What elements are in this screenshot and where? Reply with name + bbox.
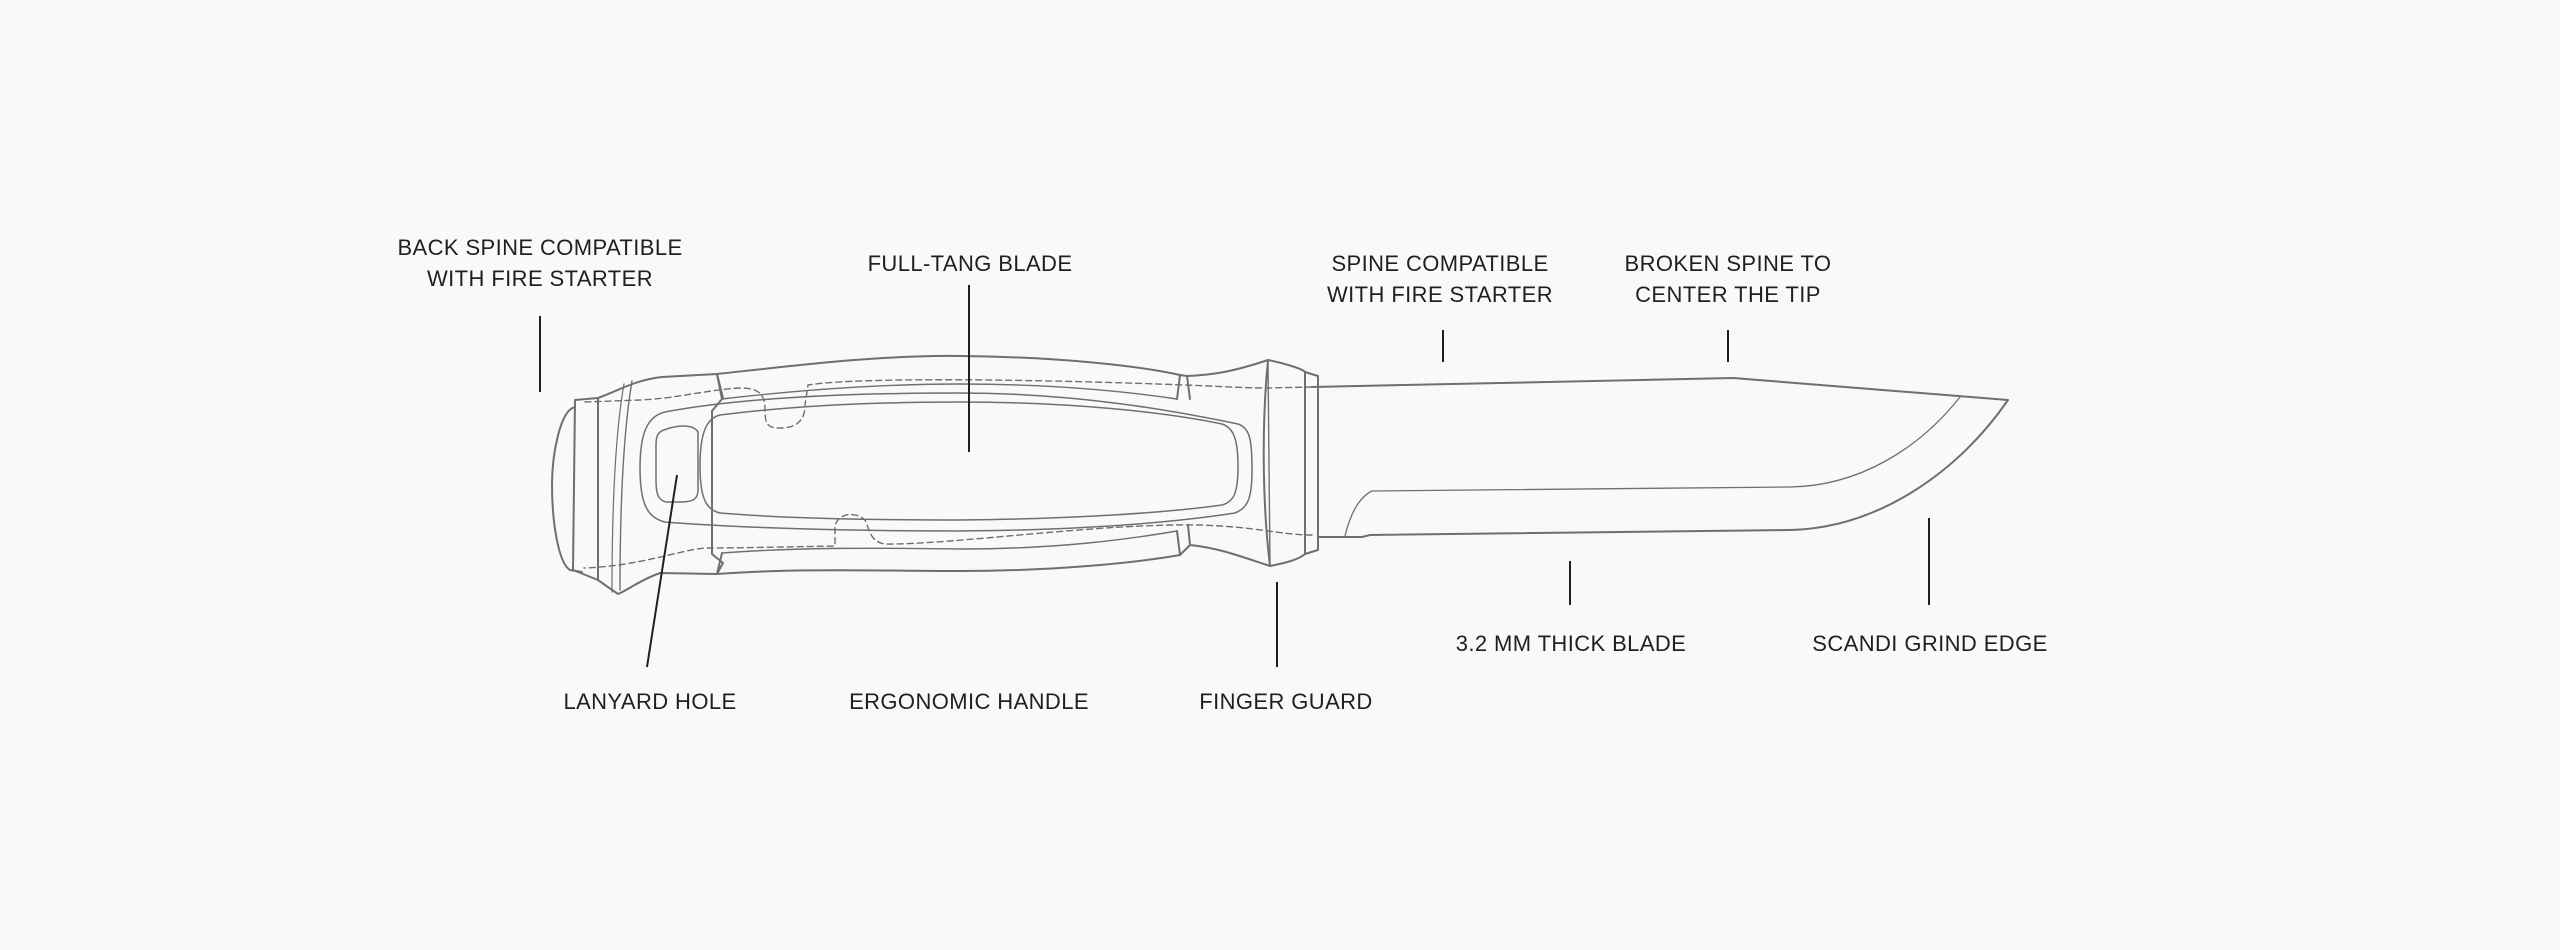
label-scandi-grind-line-1: SCANDI GRIND EDGE <box>1812 631 2048 656</box>
label-full-tang-line-1: FULL-TANG BLADE <box>867 251 1073 276</box>
label-thick-blade-line-1: 3.2 MM THICK BLADE <box>1455 631 1687 656</box>
label-back-spine-line-1: BACK SPINE COMPATIBLE <box>397 235 683 260</box>
pommel-groove-2 <box>611 383 625 593</box>
label-spine-compatible-line-2: WITH FIRE STARTER <box>1327 282 1553 307</box>
grip-panel-outer <box>639 392 1253 532</box>
bolster <box>1267 359 1306 567</box>
grip-panel-inner <box>699 401 1239 521</box>
leader-lanyard-hole <box>646 474 678 668</box>
tang-dashed-line <box>583 379 1313 569</box>
bolster-edge <box>1267 359 1271 567</box>
label-broken-spine-line-2: CENTER THE TIP <box>1635 282 1821 307</box>
label-ergonomic-handle: ERGONOMIC HANDLE <box>819 686 1119 717</box>
finger-guard <box>1186 359 1271 567</box>
blade-grind-line <box>1344 396 1961 537</box>
handle-bottom <box>716 544 1191 575</box>
handle-top-notch <box>716 373 1191 400</box>
label-finger-guard-line-1: FINGER GUARD <box>1199 689 1373 714</box>
label-back-spine: BACK SPINE COMPATIBLE WITH FIRE STARTER <box>390 232 690 294</box>
handle-top <box>716 354 1188 377</box>
handle-bottom-notch <box>716 524 1191 575</box>
label-lanyard-hole: LANYARD HOLE <box>500 686 800 717</box>
label-finger-guard: FINGER GUARD <box>1136 686 1436 717</box>
label-full-tang: FULL-TANG BLADE <box>820 248 1120 279</box>
blade-outline <box>1311 377 2009 538</box>
handle-inner-top <box>721 383 1178 400</box>
pommel-back <box>597 373 724 595</box>
label-ergonomic-handle-line-1: ERGONOMIC HANDLE <box>849 689 1089 714</box>
label-lanyard-hole-line-1: LANYARD HOLE <box>563 689 737 714</box>
label-broken-spine: BROKEN SPINE TO CENTER THE TIP <box>1578 248 1878 310</box>
lanyard-hole-outline <box>655 425 699 503</box>
pommel-cap <box>551 406 583 573</box>
bolster-face <box>1304 371 1319 555</box>
pommel-groove <box>619 380 633 591</box>
label-spine-compatible: SPINE COMPATIBLE WITH FIRE STARTER <box>1290 248 1590 310</box>
label-scandi-grind: SCANDI GRIND EDGE <box>1780 628 2080 659</box>
pommel-ring <box>572 397 599 581</box>
label-broken-spine-line-1: BROKEN SPINE TO <box>1624 251 1832 276</box>
handle-inner-bottom <box>722 530 1178 554</box>
label-thick-blade: 3.2 MM THICK BLADE <box>1421 628 1721 659</box>
label-back-spine-line-2: WITH FIRE STARTER <box>427 266 653 291</box>
label-spine-compatible-line-1: SPINE COMPATIBLE <box>1331 251 1549 276</box>
